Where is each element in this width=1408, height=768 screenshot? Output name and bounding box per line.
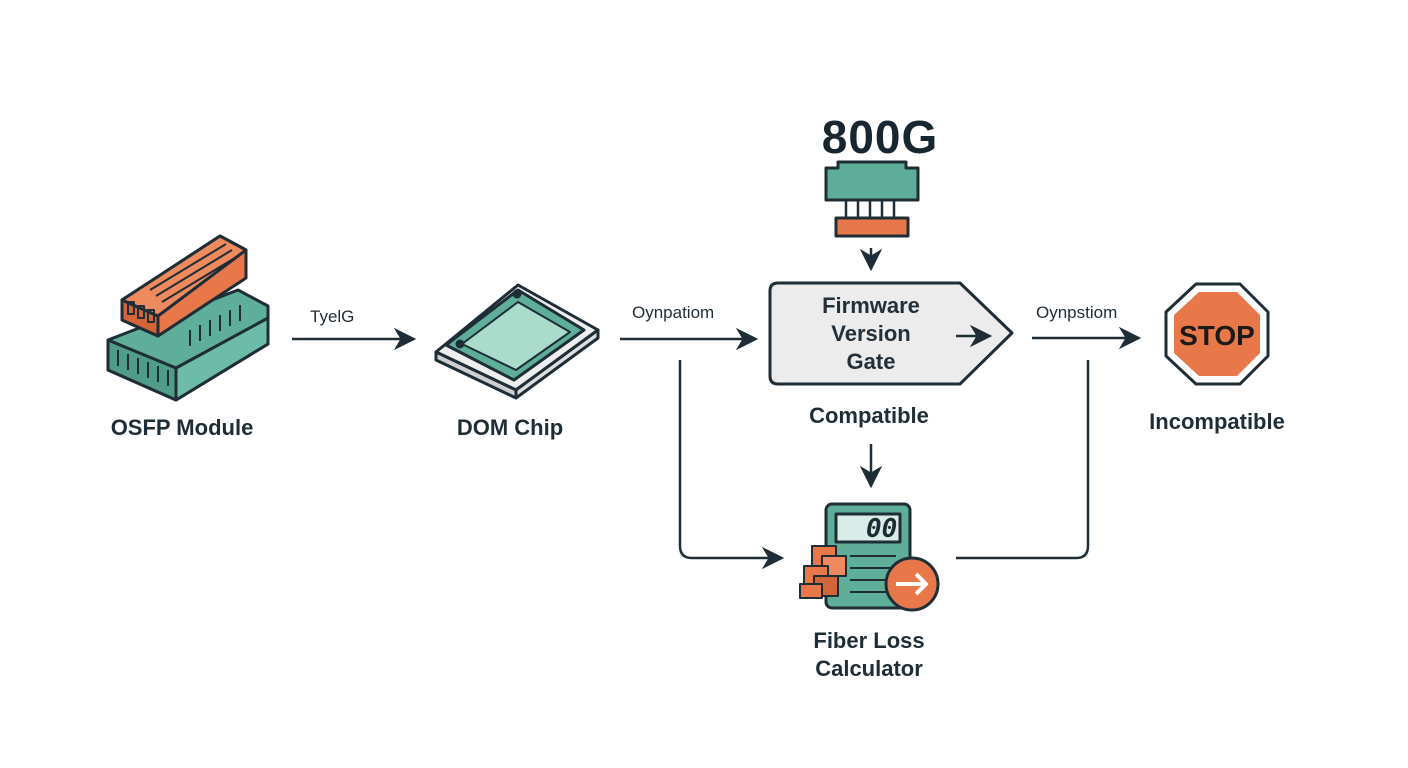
fiber-loss-calculator-label: Fiber Loss Calculator	[813, 627, 924, 683]
firmware-gate-line-2: Version	[831, 321, 911, 346]
compatible-label: Compatible	[809, 403, 929, 428]
edge-label-dom-gate: Oynpatiom	[632, 303, 715, 322]
edge-label-osfp-dom: TyelG	[310, 307, 355, 326]
edges	[292, 248, 1142, 570]
fiber-loss-line-1: Fiber Loss	[813, 628, 925, 653]
firmware-gate-label: Firmware Version Gate	[812, 292, 930, 376]
edge-calculator-to-return	[956, 360, 1090, 560]
osfp-module-label: OSFP Module	[110, 415, 254, 440]
fiber-loss-line-2: Calculator	[815, 656, 923, 681]
stop-sign-text: STOP	[1179, 320, 1255, 351]
edge-bypass-to-calculator	[678, 360, 785, 570]
firmware-gate-line-3: Gate	[846, 349, 896, 374]
speed-title: 800G	[821, 111, 939, 163]
firmware-gate-shape	[768, 281, 1014, 386]
fiber-loss-calculator-icon	[799, 502, 940, 612]
incompatible-label: Incompatible	[1149, 409, 1285, 434]
dom-chip-label: DOM Chip	[456, 415, 564, 440]
dom-chip-icon	[434, 283, 600, 400]
firmware-gate-line-1: Firmware	[822, 293, 920, 318]
calculator-display: 00	[866, 514, 898, 544]
stop-sign-icon	[1164, 282, 1270, 386]
edge-label-gate-stop: Oynpstiom	[1036, 303, 1118, 322]
800g-connector-icon	[824, 160, 920, 238]
osfp-module-icon	[106, 234, 270, 402]
